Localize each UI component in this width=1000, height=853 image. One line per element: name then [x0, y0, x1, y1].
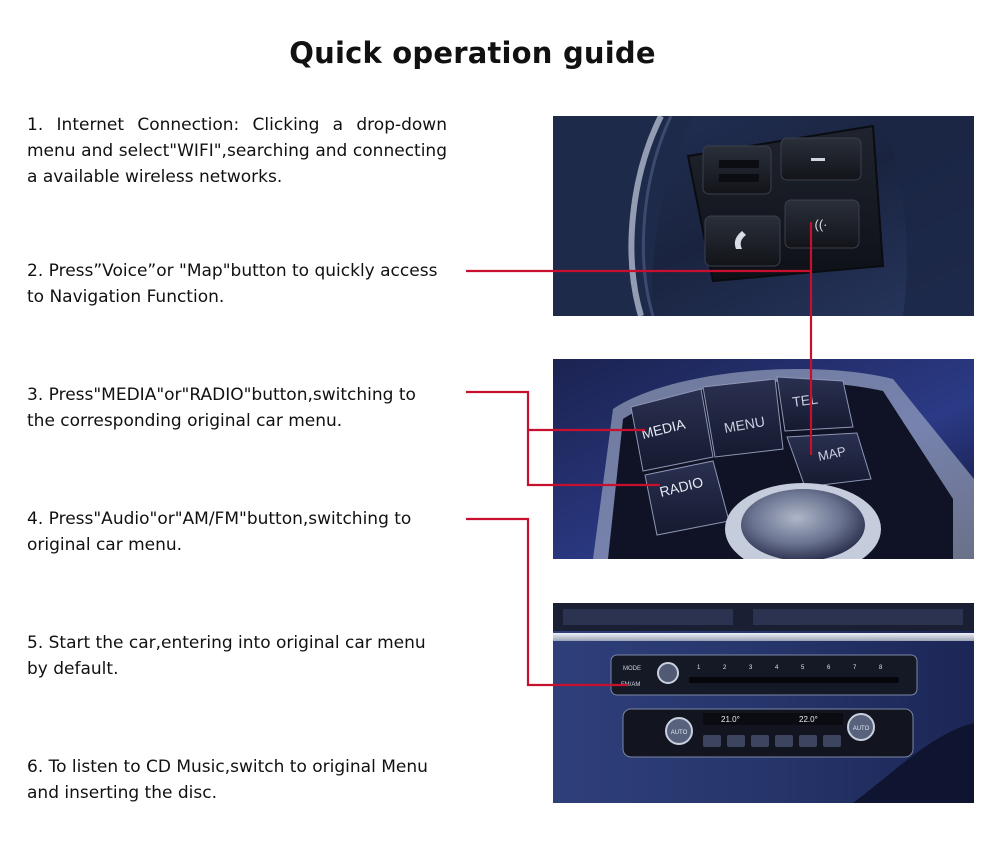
preset-8: 8 [879, 665, 883, 671]
step-1-text: 1. Internet Connection: Clicking a drop-… [27, 115, 447, 187]
step-5-text: 5. Start the car,entering into original … [27, 633, 426, 679]
temp-right-readout: 22.0° [799, 715, 818, 724]
step-4-text: 4. Press"Audio"or"AM/FM"button,switching… [27, 509, 412, 555]
radio-panel-photo: MODE FM/AM 1 2 3 4 5 6 7 8 AUTO AUTO 21.… [553, 603, 974, 803]
preset-3: 3 [749, 665, 753, 671]
preset-7: 7 [853, 665, 857, 671]
map-button-label: MAP [817, 443, 848, 464]
steering-wheel-photo: ((· [553, 116, 974, 316]
fm-am-button-label: FM/AM [621, 682, 640, 688]
preset-4: 4 [775, 665, 779, 671]
preset-buttons: 1 2 3 4 5 6 7 8 [697, 665, 883, 671]
step-2-text: 2. Press”Voice”or "Map"button to quickly… [27, 261, 438, 307]
auto-left-label: AUTO [671, 730, 688, 736]
step-3-text: 3. Press"MEDIA"or"RADIO"button,switching… [27, 385, 416, 431]
temp-left-readout: 21.0° [721, 715, 740, 724]
mode-button-label: MODE [623, 666, 641, 672]
idrive-controller-photo: MEDIA MENU TEL RADIO MAP [553, 359, 974, 559]
step-6-text: 6. To listen to CD Music,switch to origi… [27, 757, 428, 803]
preset-6: 6 [827, 665, 831, 671]
menu-button-label: MENU [723, 413, 766, 436]
preset-1: 1 [697, 665, 701, 671]
svg-text:((·: ((· [815, 217, 828, 232]
preset-5: 5 [801, 665, 805, 671]
auto-right-label: AUTO [853, 726, 870, 732]
page-title: Quick operation guide [289, 36, 656, 70]
preset-2: 2 [723, 665, 727, 671]
